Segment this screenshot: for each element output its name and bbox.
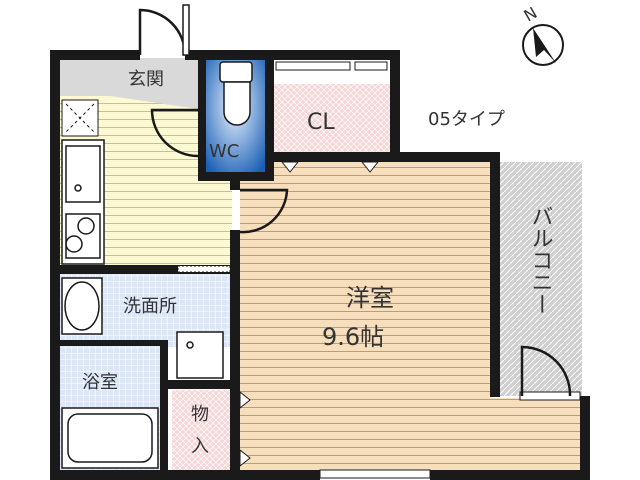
balcony-door[interactable] <box>520 345 572 397</box>
storage-floor <box>172 390 232 472</box>
type-label: 05タイプ <box>428 109 505 130</box>
bathroom-label: 浴室 <box>82 372 118 393</box>
balcony-door-gap <box>519 391 581 401</box>
wc-label: WC <box>209 141 239 162</box>
storage-label-1: 物 <box>191 404 209 425</box>
closet-label: CL <box>307 110 335 135</box>
wc-door[interactable] <box>150 108 199 158</box>
washroom-label: 洗面所 <box>123 296 177 317</box>
entrance-label: 玄関 <box>128 69 164 90</box>
compass-north-label: N <box>521 3 541 25</box>
window-top-1 <box>275 61 351 71</box>
window-top-2 <box>354 61 388 71</box>
storage-label-2: 入 <box>191 436 209 457</box>
washbasin-icon <box>61 277 103 335</box>
balcony-floor <box>498 162 582 396</box>
entrance-floor <box>58 58 205 110</box>
balcony-label: バルコニー <box>528 205 553 315</box>
closet-door-markers <box>239 161 380 468</box>
toilet-icon <box>219 61 253 126</box>
entrance-door[interactable] <box>138 8 187 56</box>
room-door[interactable] <box>239 188 289 234</box>
kitchen-counter-icon <box>61 139 105 265</box>
washing-machine-space-icon <box>61 99 99 137</box>
western-room-floor <box>240 160 492 472</box>
walls <box>50 50 590 480</box>
western-room-size: 9.6帖 <box>322 323 384 351</box>
bathtub-icon <box>61 407 159 469</box>
washer-pan-icon <box>176 331 224 379</box>
kitchen-shelf <box>177 265 231 273</box>
compass-icon: N <box>521 3 564 66</box>
western-room-label: 洋室 <box>346 284 394 312</box>
window-bottom <box>319 469 431 479</box>
closet-floor <box>272 84 390 152</box>
western-room-extension <box>490 398 582 472</box>
